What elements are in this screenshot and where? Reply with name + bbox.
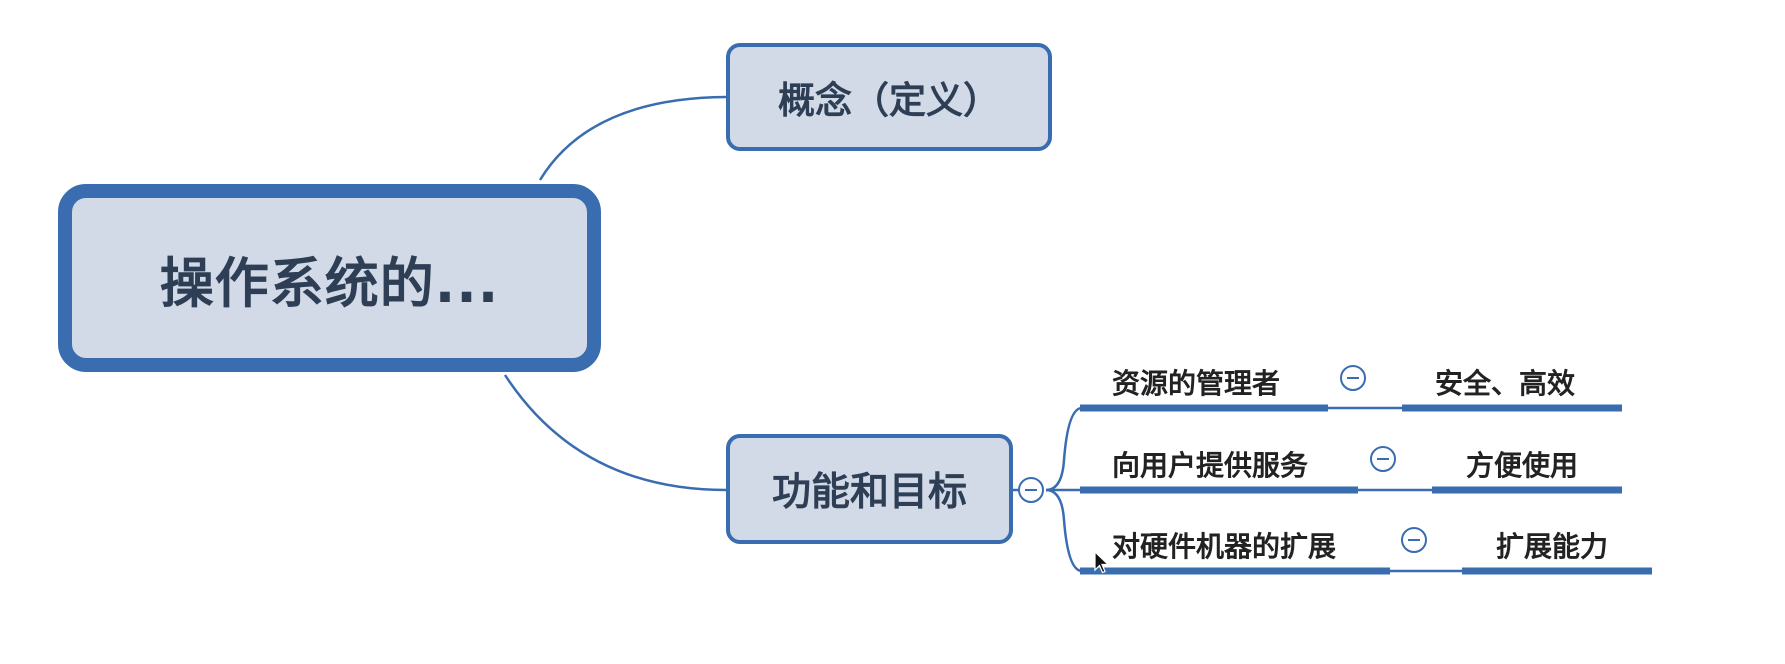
leaf-resource-manager[interactable]: 资源的管理者 <box>1112 367 1281 400</box>
leaf-hardware-extension[interactable]: 对硬件机器的扩展 <box>1112 530 1337 563</box>
root-node[interactable]: 操作系统的... <box>58 184 601 372</box>
leaf-safe-efficient[interactable]: 安全、高效 <box>1435 367 1576 400</box>
connector-root-concept <box>538 95 727 181</box>
mouse-pointer-icon <box>1094 551 1110 574</box>
connector-to-resource <box>1045 406 1083 492</box>
collapse-resource-manager-icon[interactable] <box>1340 365 1366 391</box>
connector-to-hardware <box>1045 488 1083 573</box>
branch-node-concept[interactable]: 概念（定义） <box>726 43 1052 151</box>
leaf-extension-ability[interactable]: 扩展能力 <box>1496 530 1609 563</box>
collapse-function-goal-icon[interactable] <box>1018 477 1044 503</box>
leaf-user-service[interactable]: 向用户提供服务 <box>1112 449 1309 482</box>
branch-node-function-goal[interactable]: 功能和目标 <box>726 434 1013 544</box>
branch-node-concept-label: 概念（定义） <box>778 79 1000 122</box>
collapse-user-service-icon[interactable] <box>1370 446 1396 472</box>
connector-root-function <box>503 374 727 492</box>
leaf-convenient-use[interactable]: 方便使用 <box>1466 449 1579 482</box>
collapse-hardware-extension-icon[interactable] <box>1401 527 1427 553</box>
root-node-label: 操作系统的... <box>159 251 500 315</box>
branch-node-function-goal-label: 功能和目标 <box>771 470 967 515</box>
